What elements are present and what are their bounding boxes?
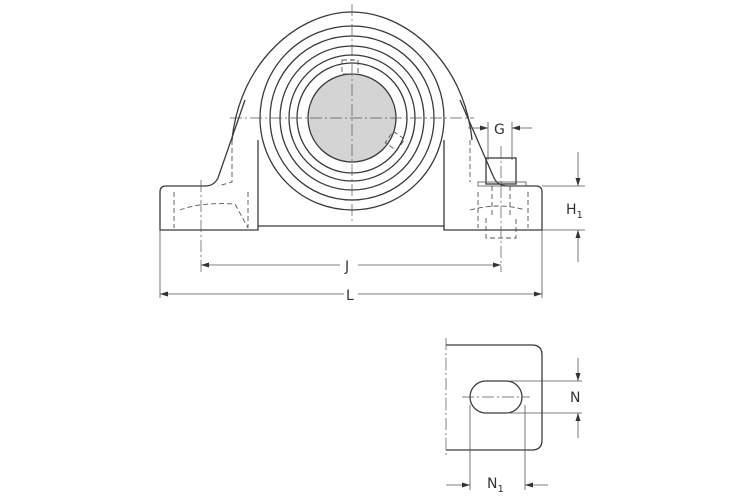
dimension-N1-label: N1	[487, 476, 504, 495]
svg-text:J: J	[344, 259, 349, 275]
set-screw-top	[341, 59, 359, 75]
dimension-G: G	[468, 122, 532, 160]
svg-text:G: G	[494, 122, 505, 138]
set-screw-side	[384, 130, 406, 152]
dimension-H1: H1	[542, 152, 585, 262]
dimension-N-label: N	[570, 390, 580, 406]
front-view	[159, 4, 543, 272]
dimension-L: L	[159, 230, 543, 304]
svg-text:L: L	[346, 288, 354, 304]
svg-text:H1: H1	[566, 202, 583, 221]
slot-detail-view: N N1	[445, 338, 582, 495]
dimension-J: J	[201, 259, 501, 275]
